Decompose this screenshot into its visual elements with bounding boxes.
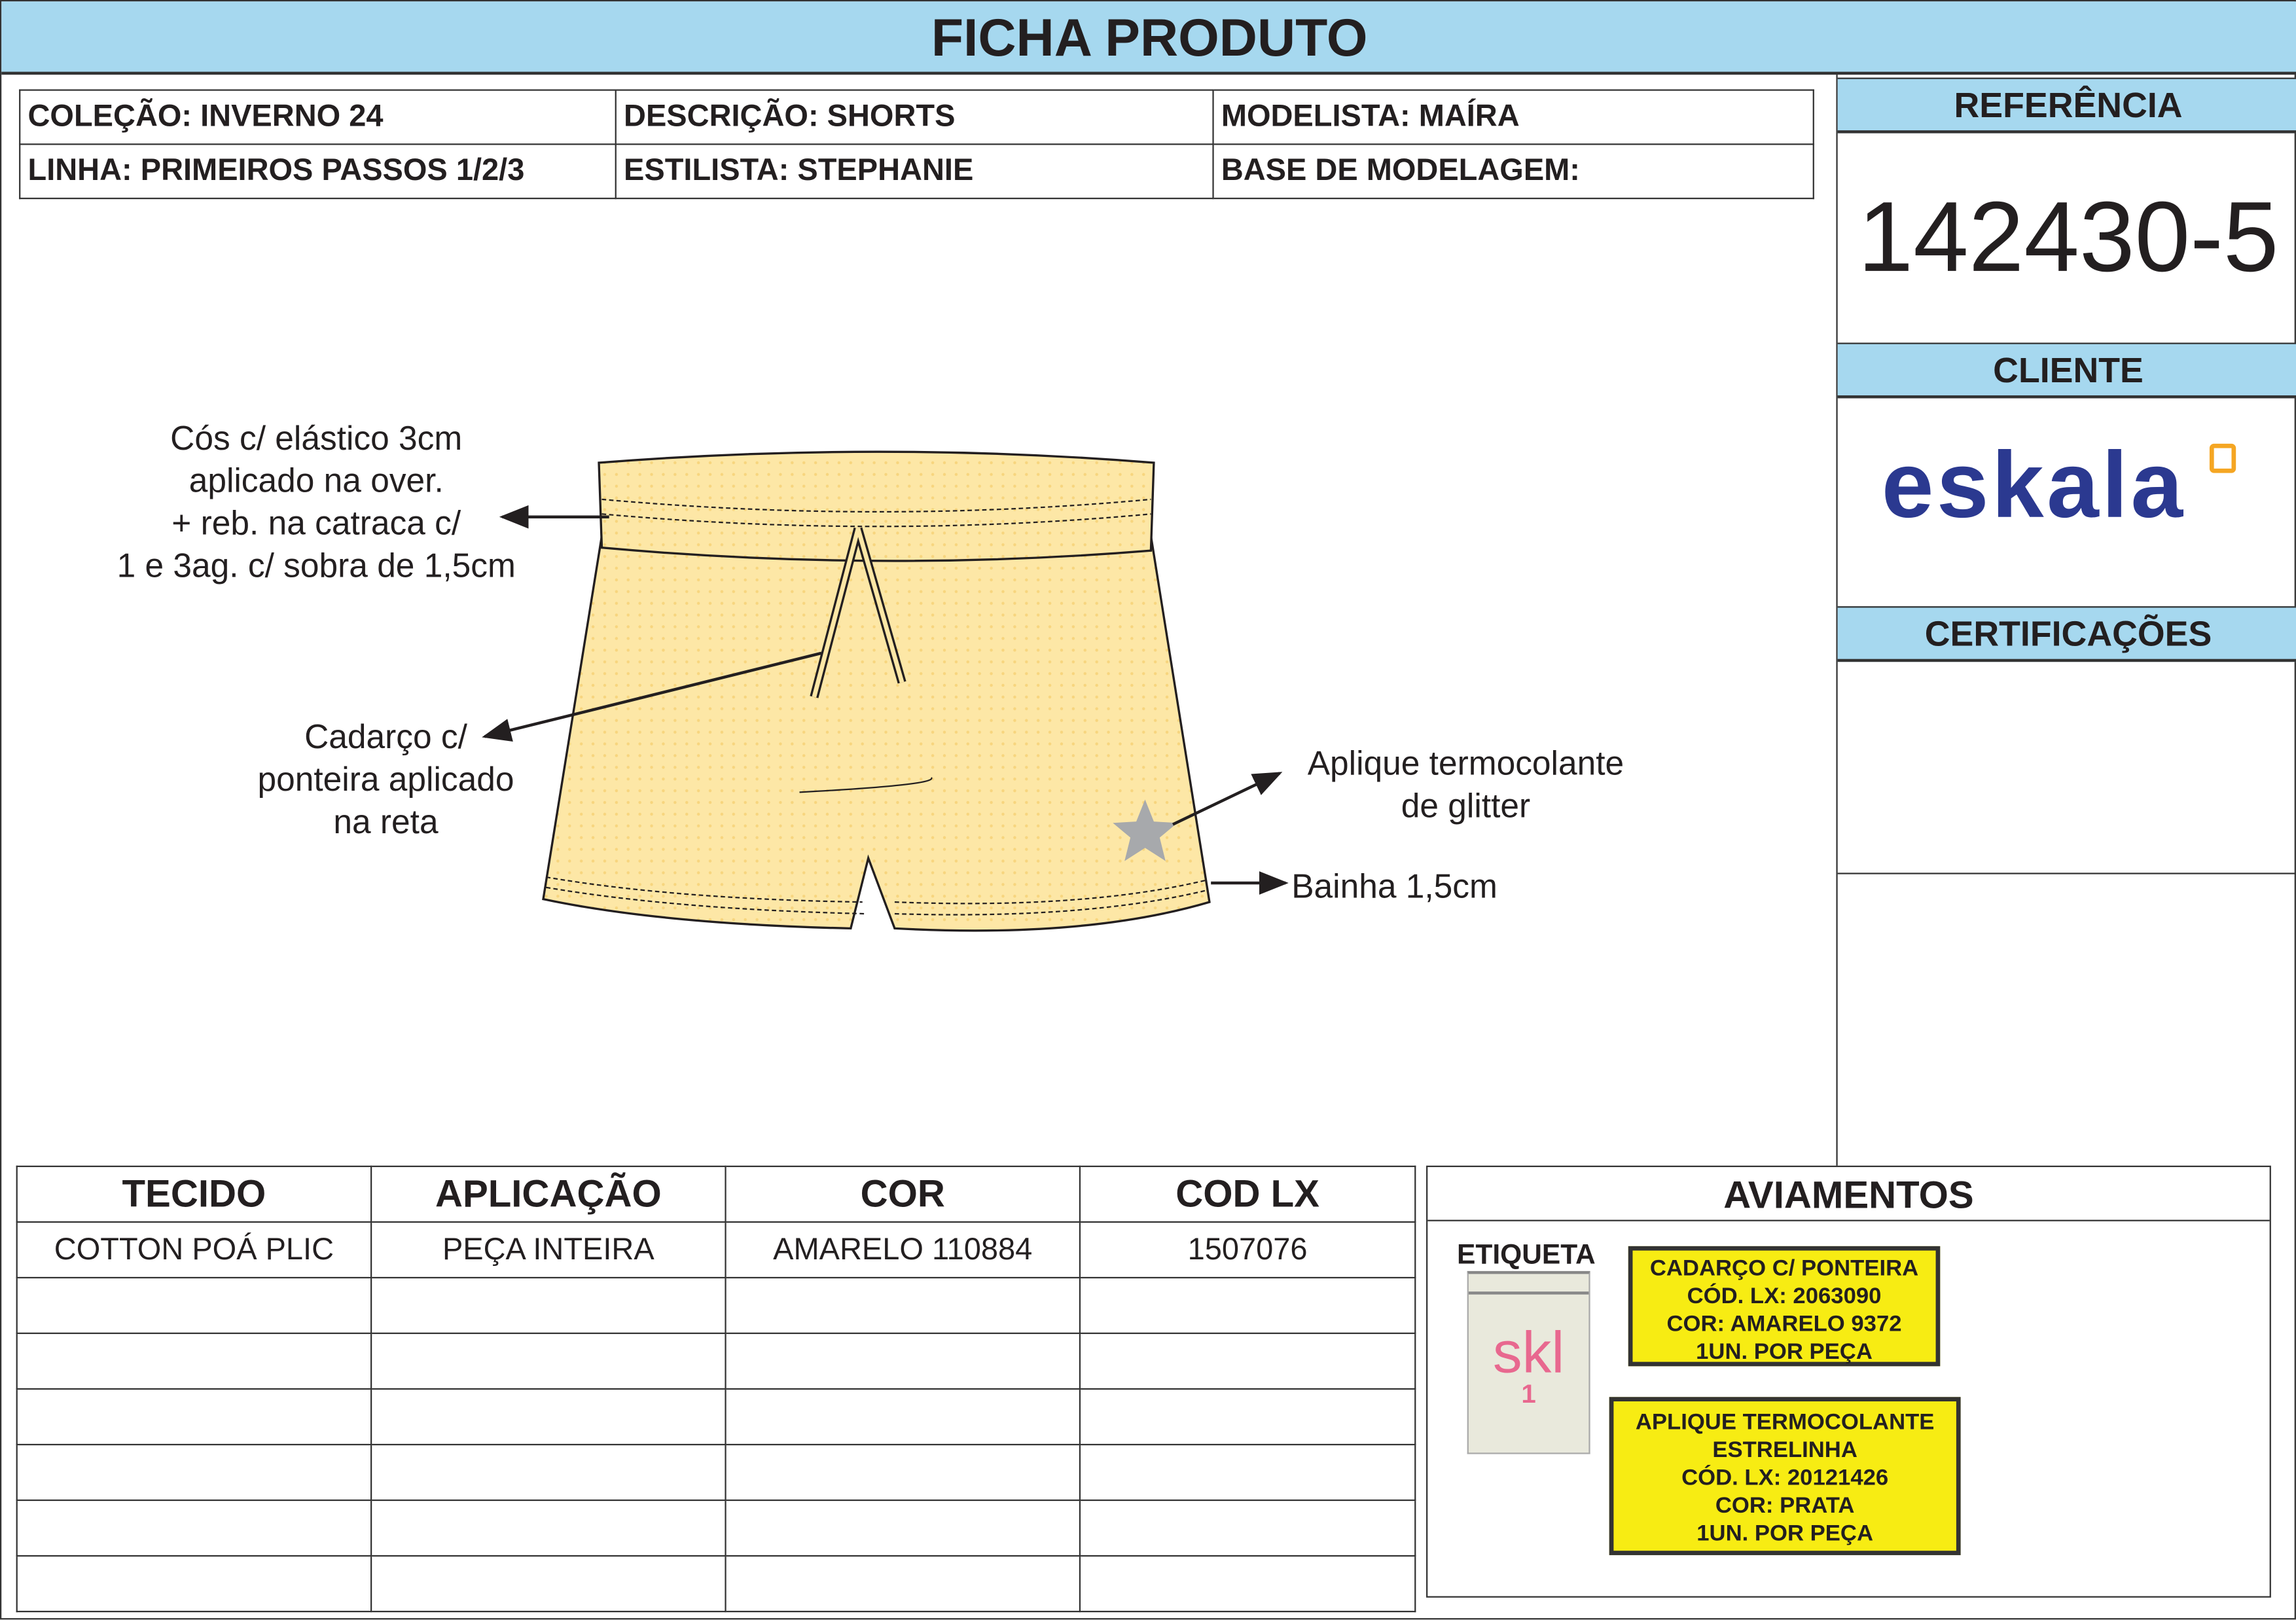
aviamentos-header: AVIAMENTOS <box>1427 1167 2270 1221</box>
estilista: ESTILISTA: STEPHANIE <box>615 143 1214 200</box>
aviamento-cadarco: CADARÇO C/ PONTEIRA CÓD. LX: 2063090 COR… <box>1628 1246 1941 1367</box>
tag-line: CADARÇO C/ PONTEIRA <box>1649 1256 1919 1282</box>
cell: PEÇA INTEIRA <box>370 1221 726 1279</box>
annotation-cadarco: Cadarço c/ ponteira aplicado na reta <box>221 716 550 844</box>
annotation-line: de glitter <box>1401 786 1531 825</box>
certificacoes-header: CERTIFICAÇÕES <box>1837 606 2296 662</box>
col-cod-lx: COD LX <box>1079 1165 1416 1223</box>
annotation-line: ponteira aplicado <box>257 760 514 799</box>
tag-line: 1UN. POR PEÇA <box>1696 1340 1873 1365</box>
table-row <box>16 1332 1416 1390</box>
divider <box>1837 873 2296 874</box>
table-row <box>16 1555 1416 1613</box>
annotation-aplique: Aplique termocolante de glitter <box>1276 742 1657 827</box>
page-title: FICHA PRODUTO <box>1 1 2296 75</box>
tag-line: 1UN. POR PEÇA <box>1696 1521 1874 1547</box>
col-tecido: TECIDO <box>16 1165 372 1223</box>
star-icon <box>1113 799 1177 861</box>
etiqueta-label: ETIQUETA <box>1457 1240 1596 1271</box>
base-modelagem: BASE DE MODELAGEM: <box>1212 143 1814 200</box>
table-row <box>16 1499 1416 1557</box>
col-cor: COR <box>725 1165 1081 1223</box>
tag-line: CÓD. LX: 20121426 <box>1681 1466 1889 1491</box>
eskala-logo: eskala <box>1881 431 2186 538</box>
annotation-line: 1 e 3ag. c/ sobra de 1,5cm <box>117 546 516 585</box>
aviamentos-panel: AVIAMENTOS ETIQUETA skl 1 CADARÇO C/ PON… <box>1426 1165 2271 1598</box>
annotation-line: Cadarço c/ <box>304 717 467 756</box>
annotation-line: + reb. na catraca c/ <box>171 503 461 542</box>
waistband <box>598 450 1155 562</box>
tag-line: CÓD. LX: 2063090 <box>1687 1284 1882 1310</box>
table-row <box>16 1276 1416 1335</box>
col-aplicacao: APLICAÇÃO <box>370 1165 726 1223</box>
colecao: COLEÇÃO: INVERNO 24 <box>19 89 617 145</box>
annotation-line: Aplique termocolante <box>1307 744 1624 782</box>
shopping-bag-icon <box>2209 443 2236 473</box>
annotation-cos: Cós c/ elástico 3cm aplicado na over. + … <box>75 418 558 588</box>
tag-line: COR: AMARELO 9372 <box>1666 1312 1902 1337</box>
referencia-header: REFERÊNCIA <box>1837 77 2296 134</box>
tag-line: COR: PRATA <box>1715 1493 1855 1519</box>
tag-line: APLIQUE TERMOCOLANTE <box>1635 1410 1935 1435</box>
etiqueta-size: 1 <box>1521 1379 1536 1409</box>
referencia-value: 142430-5 <box>1857 181 2279 293</box>
table-row <box>16 1443 1416 1502</box>
modelista: MODELISTA: MAÍRA <box>1212 89 1814 145</box>
cell: COTTON POÁ PLIC <box>16 1221 372 1279</box>
annotation-line: Cós c/ elástico 3cm <box>170 418 463 458</box>
side-panel: REFERÊNCIA 142430-5 CLIENTE eskala CERTI… <box>1836 75 2296 1166</box>
skl-logo: skl <box>1492 1320 1565 1386</box>
linha: LINHA: PRIMEIROS PASSOS 1/2/3 <box>19 143 617 200</box>
descricao: DESCRIÇÃO: SHORTS <box>615 89 1214 145</box>
etiqueta-label-image: skl 1 <box>1467 1270 1590 1454</box>
cell: AMARELO 110884 <box>725 1221 1081 1279</box>
aviamento-aplique: APLIQUE TERMOCOLANTE ESTRELINHA CÓD. LX:… <box>1609 1397 1961 1555</box>
cliente-header: CLIENTE <box>1837 342 2296 399</box>
annotation-line: na reta <box>333 802 439 841</box>
annotation-bainha: Bainha 1,5cm <box>1291 867 1498 905</box>
table-row <box>16 1388 1416 1446</box>
shorts-body <box>542 535 1211 932</box>
shorts-drawing <box>542 450 1211 932</box>
annotation-line: aplicado na over. <box>188 461 444 499</box>
cell: 1507076 <box>1079 1221 1416 1279</box>
tag-line: ESTRELINHA <box>1712 1437 1857 1463</box>
